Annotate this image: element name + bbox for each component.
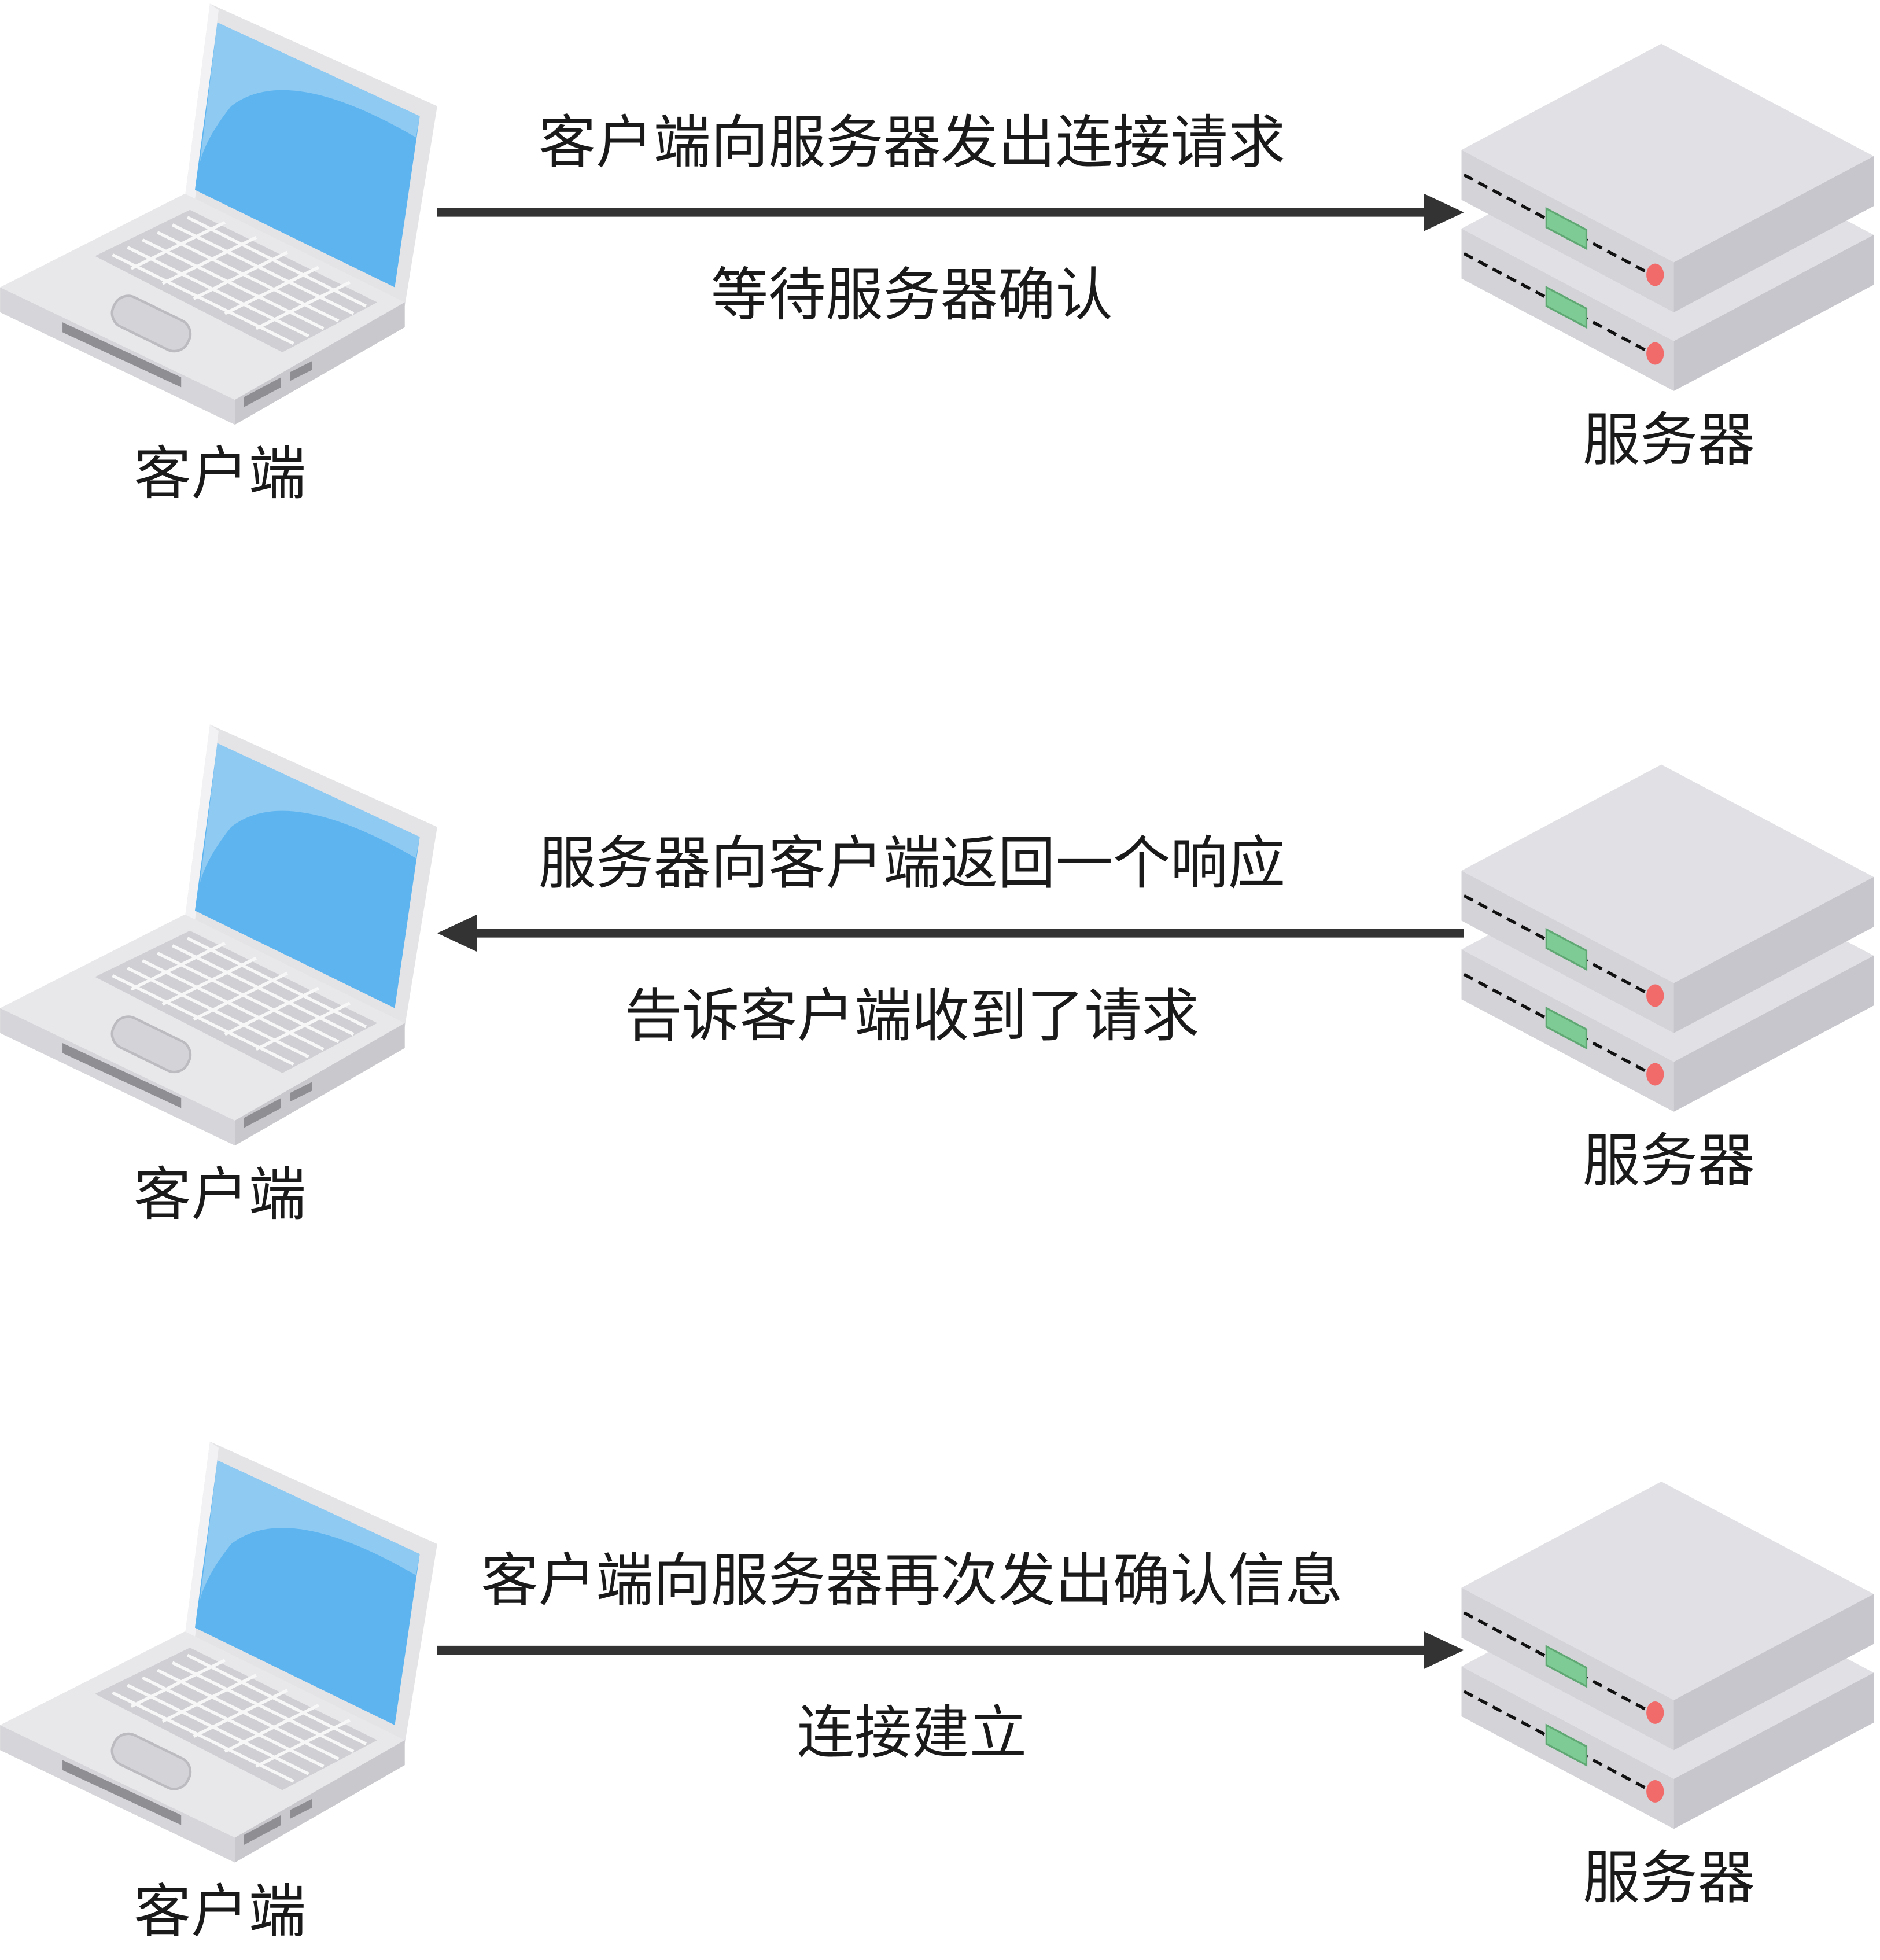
step-3: 客户端向服务器再次发出确认信息 连接建立 客户端 服务器 [0, 1442, 1874, 1945]
step-2: 服务器向客户端返回一个响应 告诉客户端收到了请求 客户端 服务器 [0, 724, 1874, 1228]
message-label: 客户端向服务器再次发出确认信息 [481, 1548, 1343, 1614]
message-label: 客户端向服务器发出连接请求 [539, 110, 1285, 176]
client-label: 客户端 [134, 441, 306, 507]
step-1: 客户端向服务器发出连接请求 等待服务器确认 客户端 服务器 [0, 3, 1874, 507]
server-label: 服务器 [1583, 1128, 1755, 1195]
laptop-icon [0, 724, 437, 1145]
client-label: 客户端 [134, 1162, 306, 1228]
client-label: 客户端 [134, 1878, 306, 1945]
server-label: 服务器 [1583, 1845, 1755, 1911]
server-icon [1462, 765, 1874, 1112]
message-label: 服务器向客户端返回一个响应 [539, 831, 1285, 897]
message-sublabel: 告诉客户端收到了请求 [625, 983, 1199, 1049]
arrowhead-icon [1424, 1631, 1464, 1669]
message-sublabel: 连接建立 [797, 1700, 1027, 1767]
server-icon [1462, 1482, 1874, 1829]
message-sublabel: 等待服务器确认 [711, 262, 1113, 329]
laptop-icon [0, 3, 437, 425]
arrowhead-icon [437, 914, 477, 952]
laptop-icon [0, 1442, 437, 1863]
server-label: 服务器 [1583, 407, 1755, 474]
server-icon [1462, 44, 1874, 391]
arrowhead-icon [1424, 193, 1464, 231]
